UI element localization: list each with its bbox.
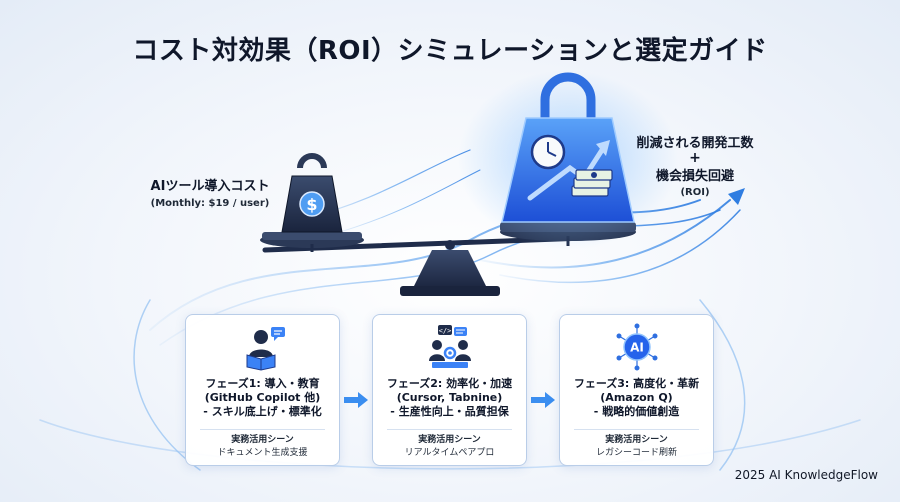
page-title: コスト対効果（ROI）シミュレーションと選定ガイド (132, 36, 768, 66)
pair-programming-icon: </> (428, 325, 471, 368)
benefit-weight-icon (501, 72, 635, 223)
svg-text:</>: </> (438, 327, 451, 335)
phase-1-goal: - スキル底上げ・標準化 (203, 405, 322, 418)
swoosh-arrow-icon (728, 188, 745, 205)
phase-3-usecase-title: 実務活用シーン (605, 435, 668, 445)
phase-3-tools: (Amazon Q) (600, 391, 673, 404)
phase-3-usecase: 実務活用シーン レガシーコード刷新 (564, 434, 709, 460)
ai-network-icon: AI (616, 323, 657, 371)
benefit-label-plus: + (689, 150, 701, 166)
phase-3-title: フェーズ3: 高度化・革新 (573, 377, 700, 390)
phase-3-goal: - 戦略的価値創造 (593, 405, 680, 418)
phase-1-title: フェーズ1: 導入・教育 (205, 377, 320, 390)
phase-card-3: AI フェーズ3: 高度化・革新 (Amazon Q) - 戦略的価値創造 実務… (559, 314, 714, 466)
cost-label-price: (Monthly: $19 / user) (150, 198, 270, 209)
phase-3-usecase-text: レガシーコード刷新 (595, 448, 677, 458)
left-pan (260, 232, 364, 252)
phase-2-goal: - 生産性向上・品質担保 (390, 405, 509, 418)
benefit-label: 削減される開発工数 + 機会損失回避 (ROI) (610, 132, 780, 198)
phase-1-usecase-text: ドキュメント生成支援 (217, 448, 308, 458)
arrow-right-icon (344, 392, 368, 408)
phase-1-divider (200, 429, 325, 430)
scale-base (400, 250, 500, 296)
phase-2-usecase-title: 実務活用シーン (418, 435, 481, 445)
phase-2-divider (387, 429, 512, 430)
phase-2-tools: (Cursor, Tabnine) (396, 391, 503, 404)
phase-3-heading: フェーズ3: 高度化・革新 (Amazon Q) - 戦略的価値創造 (564, 377, 709, 419)
phase-2-title: フェーズ2: 効率化・加速 (386, 377, 513, 390)
footer-credit: 2025 AI KnowledgeFlow (734, 468, 878, 482)
cost-label: AIツール導入コスト (Monthly: $19 / user) (120, 175, 300, 209)
arrow-right-icon (531, 392, 555, 408)
phase-2-heading: フェーズ2: 効率化・加速 (Cursor, Tabnine) - 生産性向上・… (377, 377, 522, 419)
cost-label-title: AIツール導入コスト (150, 179, 270, 194)
phase-card-2: </> フェーズ2: 効率化・加速 (Cursor, Tabnine) - 生産… (372, 314, 527, 466)
phase-1-usecase: 実務活用シーン ドキュメント生成支援 (190, 434, 335, 460)
phase-card-1: フェーズ1: 導入・教育 (GitHub Copilot 他) - スキル底上げ… (185, 314, 340, 466)
benefit-label-line1: 削減される開発工数 (636, 136, 754, 151)
phase-2-usecase-text: リアルタイムペアプロ (404, 448, 495, 458)
phase-3-divider (574, 429, 699, 430)
phase-2-usecase: 実務活用シーン リアルタイムペアプロ (377, 434, 522, 460)
benefit-label-roi: (ROI) (680, 187, 710, 198)
benefit-label-line2: 機会損失回避 (655, 169, 734, 184)
phase-1-heading: フェーズ1: 導入・教育 (GitHub Copilot 他) - スキル底上げ… (190, 377, 335, 419)
phase-1-tools: (GitHub Copilot 他) (204, 391, 321, 404)
dollar-weight-icon: $ (281, 153, 343, 233)
phase-1-usecase-title: 実務活用シーン (231, 435, 294, 445)
svg-text:$: $ (306, 195, 317, 214)
person-reading-icon (246, 327, 285, 371)
ai-icon-text: AI (630, 341, 644, 355)
